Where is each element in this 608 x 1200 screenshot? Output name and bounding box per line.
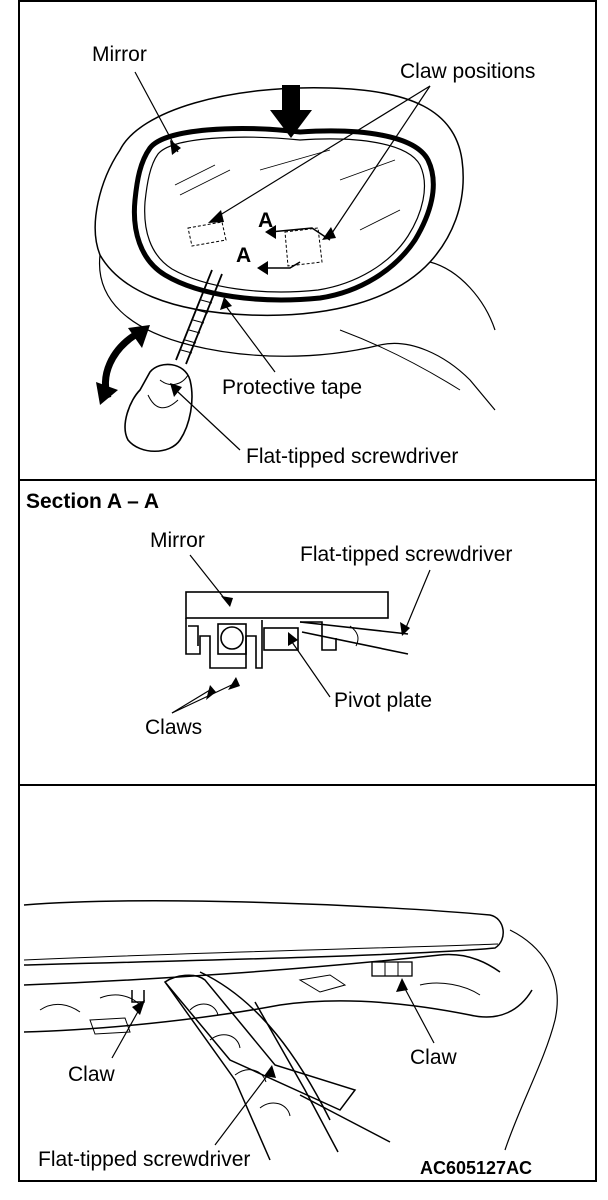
mirror-plate — [185, 591, 389, 619]
claw-ball — [220, 626, 244, 650]
mirror-label: Mirror — [92, 43, 147, 66]
pivot-plate-label: Pivot plate — [334, 689, 433, 712]
panel1-leaders — [134, 71, 431, 451]
claws-label: Claws — [145, 716, 203, 739]
section-marker-a-upper: A — [258, 209, 274, 232]
mirror-edge — [23, 900, 504, 966]
push-down-arrow — [270, 85, 312, 138]
outer-border — [18, 0, 597, 1182]
mirror-body — [131, 126, 436, 303]
protective-tape-label: Protective tape — [222, 376, 363, 399]
mirror-label-section: Mirror — [150, 529, 205, 552]
panel2-leaders — [171, 554, 431, 714]
screwdriver-label-panel3: Flat-tipped screwdriver — [38, 1148, 251, 1171]
claw-label-left: Claw — [68, 1063, 115, 1086]
claw-box-left — [187, 221, 227, 247]
section-marker-a-lower: A — [236, 244, 252, 267]
claw-label-right: Claw — [410, 1046, 457, 1069]
panel1-illustration — [94, 87, 496, 452]
claw-box-right — [284, 227, 323, 267]
screwdriver-label-panel1: Flat-tipped screwdriver — [246, 445, 459, 468]
panel2-illustration — [185, 591, 409, 669]
section-title: Section A – A — [26, 490, 160, 513]
panel3-illustration — [23, 900, 558, 1161]
pivot-plate — [263, 627, 299, 651]
figure-code: AC605127AC — [420, 1158, 533, 1178]
panel3-leaders — [111, 984, 435, 1146]
claw-positions-label: Claw positions — [400, 60, 536, 83]
screwdriver-label-section: Flat-tipped screwdriver — [300, 543, 513, 566]
